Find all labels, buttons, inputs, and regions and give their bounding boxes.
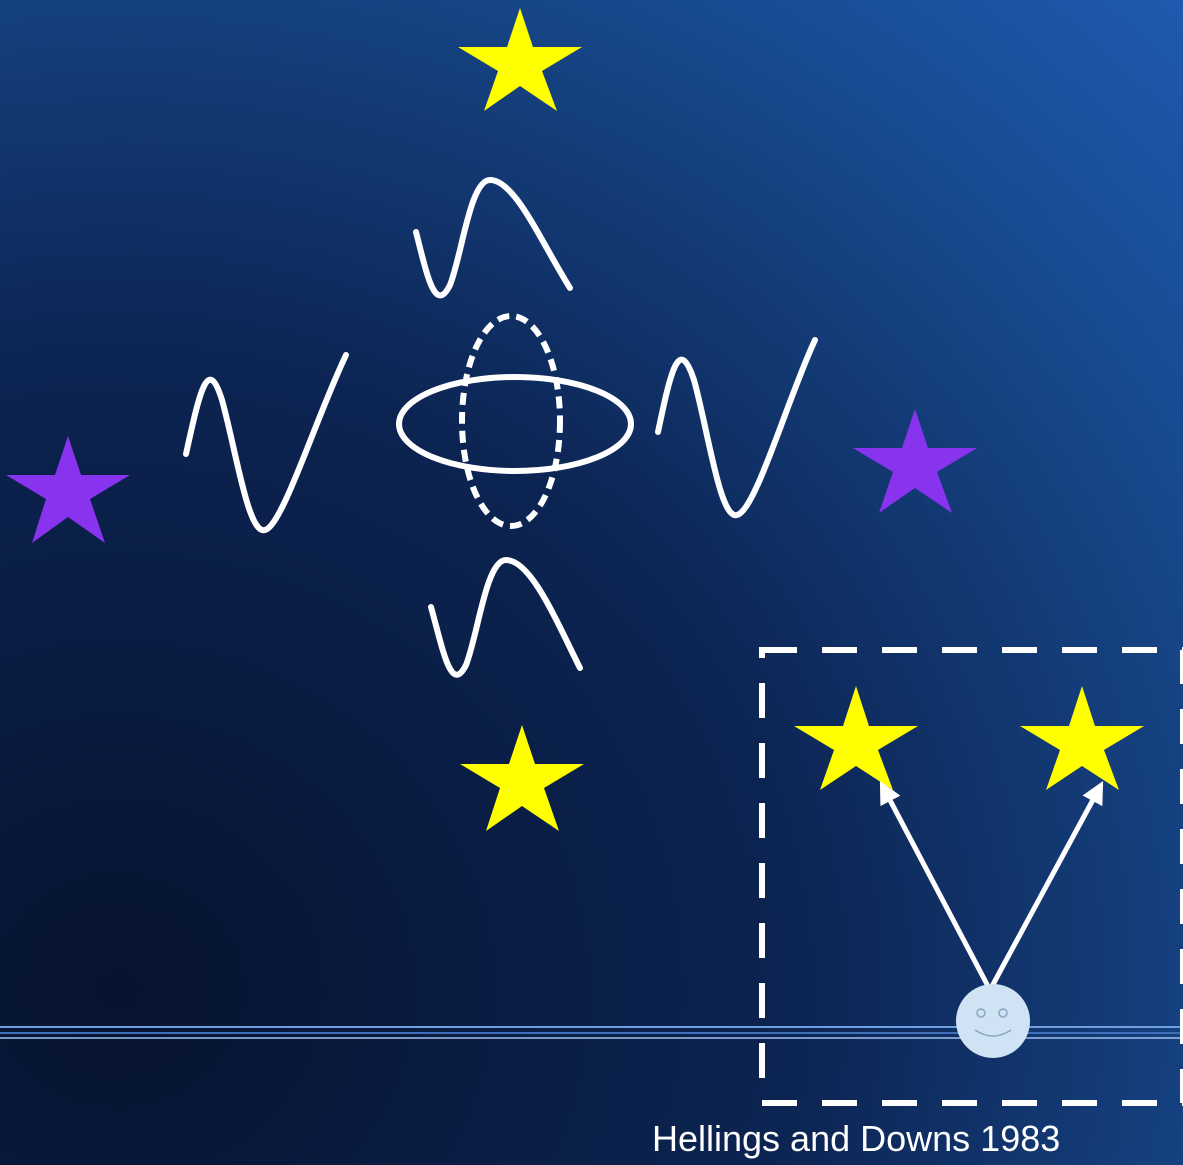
- waves: [186, 180, 815, 675]
- observer-smiley-icon: [956, 984, 1030, 1058]
- wave-top-icon: [416, 180, 570, 295]
- wave-right-icon: [658, 340, 815, 515]
- wave-left-icon: [186, 355, 346, 530]
- arrow-to-left-star: [882, 785, 990, 990]
- arrow-to-right-star: [990, 785, 1101, 990]
- citation-caption: Hellings and Downs 1983: [652, 1118, 1060, 1160]
- ring-horizontal-icon: [399, 377, 631, 471]
- inset: [762, 650, 1183, 1103]
- star-bottom-icon: [460, 725, 584, 831]
- star-left-icon: [6, 436, 130, 543]
- inset-star-right-icon: [1020, 686, 1144, 790]
- star-right-icon: [853, 409, 977, 513]
- star-top-icon: [458, 8, 582, 111]
- ring-vertical-dashed-icon: [462, 316, 560, 526]
- wave-bottom-icon: [431, 560, 580, 675]
- inset-star-left-icon: [794, 686, 918, 790]
